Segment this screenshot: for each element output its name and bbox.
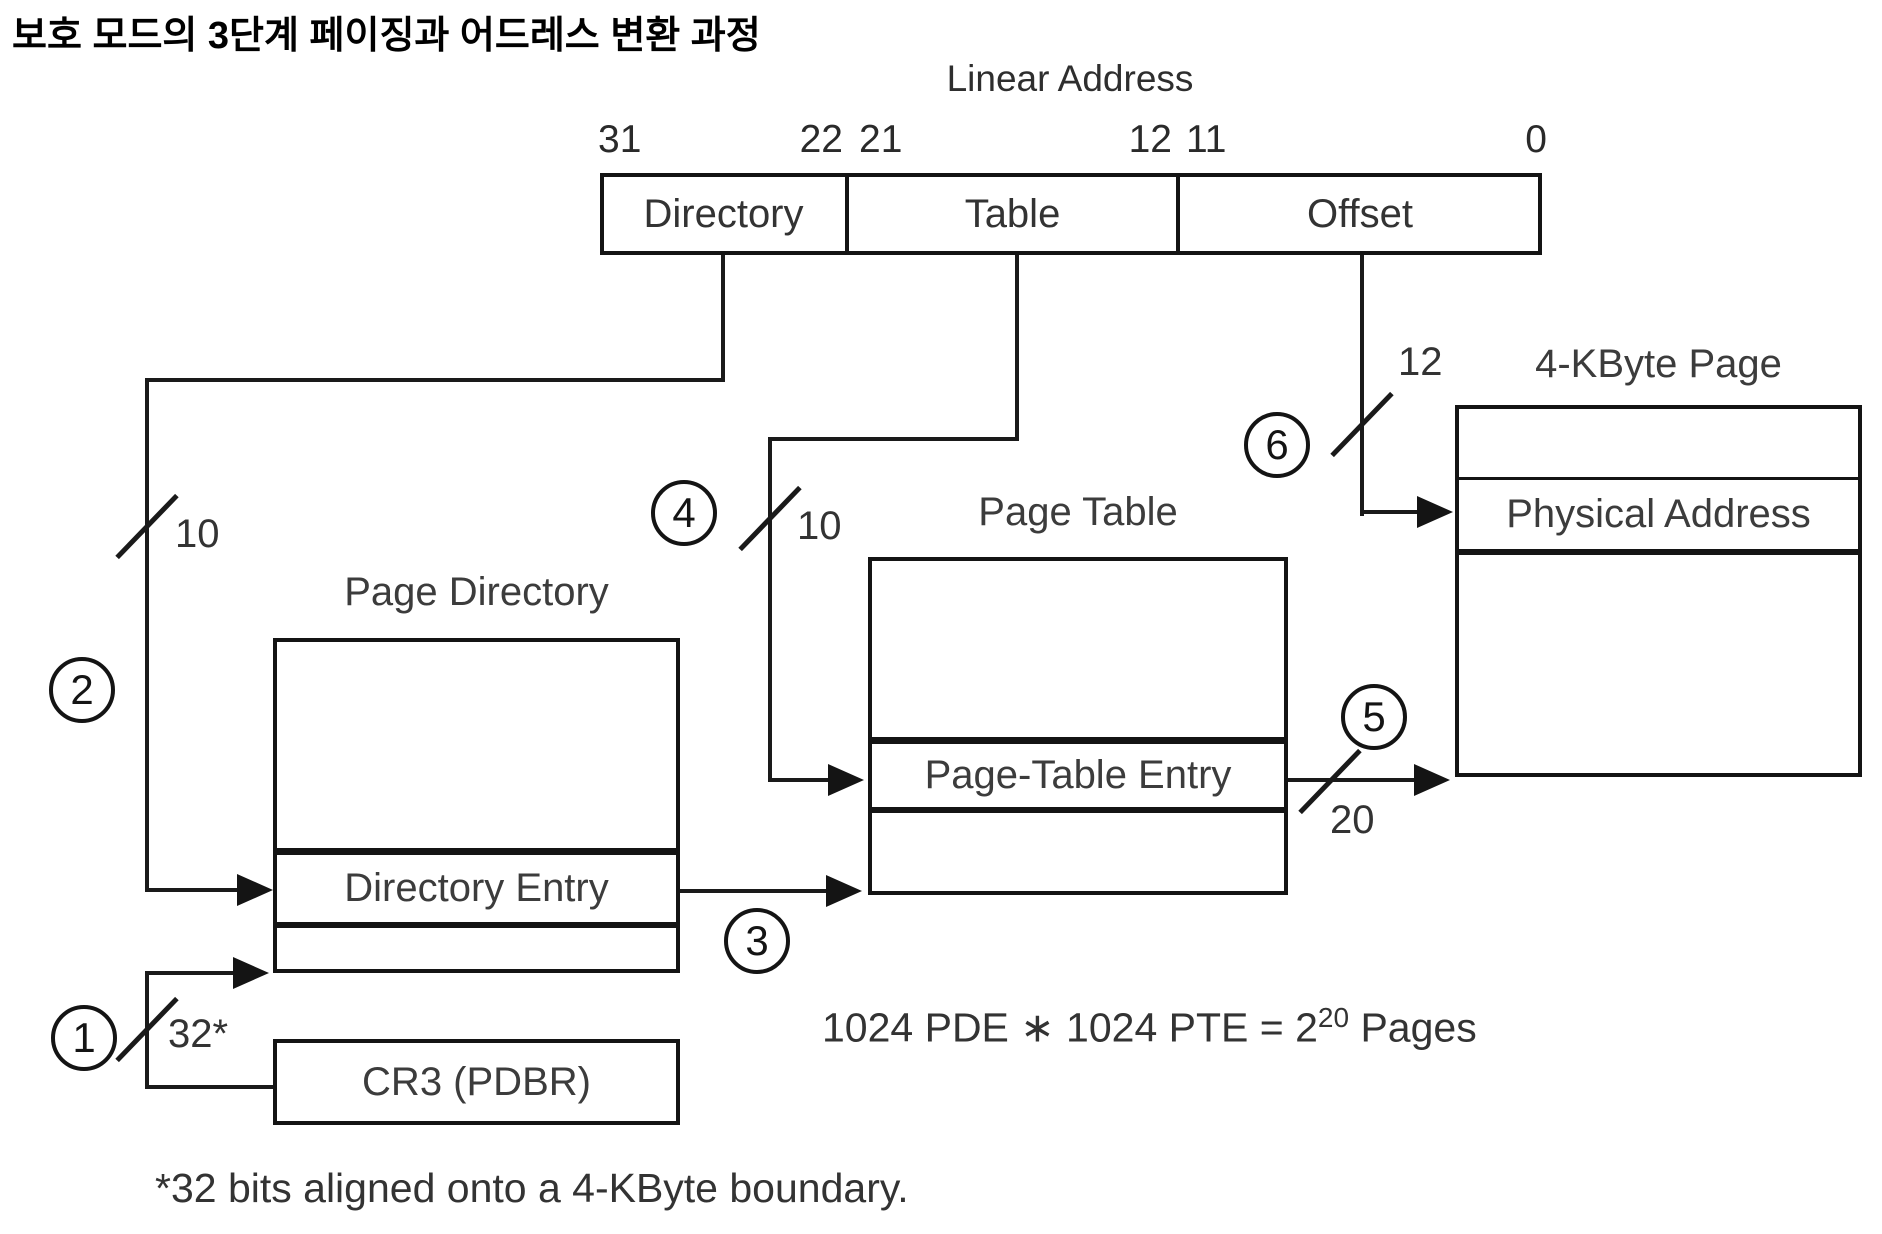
footnote: *32 bits aligned onto a 4-KByte boundary… <box>155 1165 909 1211</box>
cr3-label: CR3 (PDBR) <box>362 1059 591 1104</box>
field-offset: Offset <box>1307 191 1413 236</box>
bit-label-12: 12 <box>1128 118 1172 161</box>
bit-label-22: 22 <box>799 118 843 161</box>
offset-path-line <box>1360 510 1422 514</box>
cr3-path-line <box>145 1085 277 1089</box>
field-table: Table <box>964 191 1061 236</box>
table-path-line <box>1015 255 1019 441</box>
directory-entry-out-line <box>680 889 830 893</box>
step-2-badge: 2 <box>49 657 115 723</box>
page-directory-row-line <box>273 922 680 928</box>
page-table-box <box>868 557 1288 895</box>
formula-tail: Pages <box>1349 1004 1477 1051</box>
cr3-box <box>273 1039 680 1125</box>
page-table-row-line <box>868 737 1288 744</box>
table-path-line <box>768 778 834 782</box>
cr3-bits-label: 32* <box>168 1012 229 1056</box>
directory-path-line <box>145 378 725 382</box>
kbyte-page-box <box>1455 405 1862 777</box>
kbyte-page-title: 4-KByte Page <box>1535 342 1782 386</box>
page-directory-box <box>273 638 680 973</box>
cr3-path-line <box>145 971 237 975</box>
formula-exponent: 20 <box>1317 1002 1350 1033</box>
page-table-row-line <box>868 807 1288 813</box>
arrow-to-physical-address <box>1417 496 1453 528</box>
step-4-badge: 4 <box>651 480 717 546</box>
bit-label-21: 21 <box>859 118 903 161</box>
bit-label-11: 11 <box>1186 118 1227 161</box>
directory-path-line <box>145 888 241 892</box>
table-path-line <box>768 437 1019 441</box>
page-table-title: Page Table <box>978 490 1178 534</box>
arrow-to-page-table-entry <box>828 764 864 796</box>
pte-out-line <box>1288 778 1418 782</box>
step-6-badge: 6 <box>1244 412 1310 478</box>
directory-path-line <box>721 255 725 382</box>
linear-address-divider-2 <box>1176 173 1180 255</box>
step-5-badge: 5 <box>1341 684 1407 750</box>
kbyte-page-row-line <box>1455 549 1862 555</box>
kbyte-page-row-line <box>1455 477 1862 480</box>
page-directory-title: Page Directory <box>344 570 609 614</box>
linear-address-divider-1 <box>845 173 849 255</box>
page-title: 보호 모드의 3단계 페이징과 어드레스 변환 과정 <box>12 15 761 57</box>
page-table-entry-row: Page-Table Entry <box>924 753 1232 797</box>
arrow-to-page-base <box>1414 764 1450 796</box>
arrow-to-page-table-base <box>826 875 862 907</box>
pte-bits-label: 20 <box>1330 798 1375 842</box>
bit-label-0: 0 <box>1525 118 1547 161</box>
directory-path-line <box>145 378 149 892</box>
step-3-badge: 3 <box>724 908 790 974</box>
step-1-badge: 1 <box>51 1005 117 1071</box>
directory-bits-label: 10 <box>175 512 220 556</box>
arrow-to-directory-entry <box>237 874 273 906</box>
table-bits-label: 10 <box>797 504 842 548</box>
offset-bits-label: 12 <box>1398 340 1443 384</box>
linear-address-box <box>600 173 1542 255</box>
arrow-to-page-directory-base <box>233 957 269 989</box>
directory-entry-row: Directory Entry <box>344 865 609 910</box>
capacity-formula: 1024 PDE ∗ 1024 PTE = 220 Pages <box>822 1002 1477 1052</box>
bit-label-31: 31 <box>598 118 642 161</box>
physical-address-row: Physical Address <box>1506 492 1811 536</box>
offset-path-line <box>1360 255 1364 516</box>
field-directory: Directory <box>643 191 804 236</box>
table-path-line <box>768 437 772 782</box>
linear-address-label: Linear Address <box>946 58 1194 99</box>
page-directory-row-line <box>273 848 680 855</box>
formula-base: 1024 PDE ∗ 1024 PTE = 2 <box>822 1004 1318 1051</box>
